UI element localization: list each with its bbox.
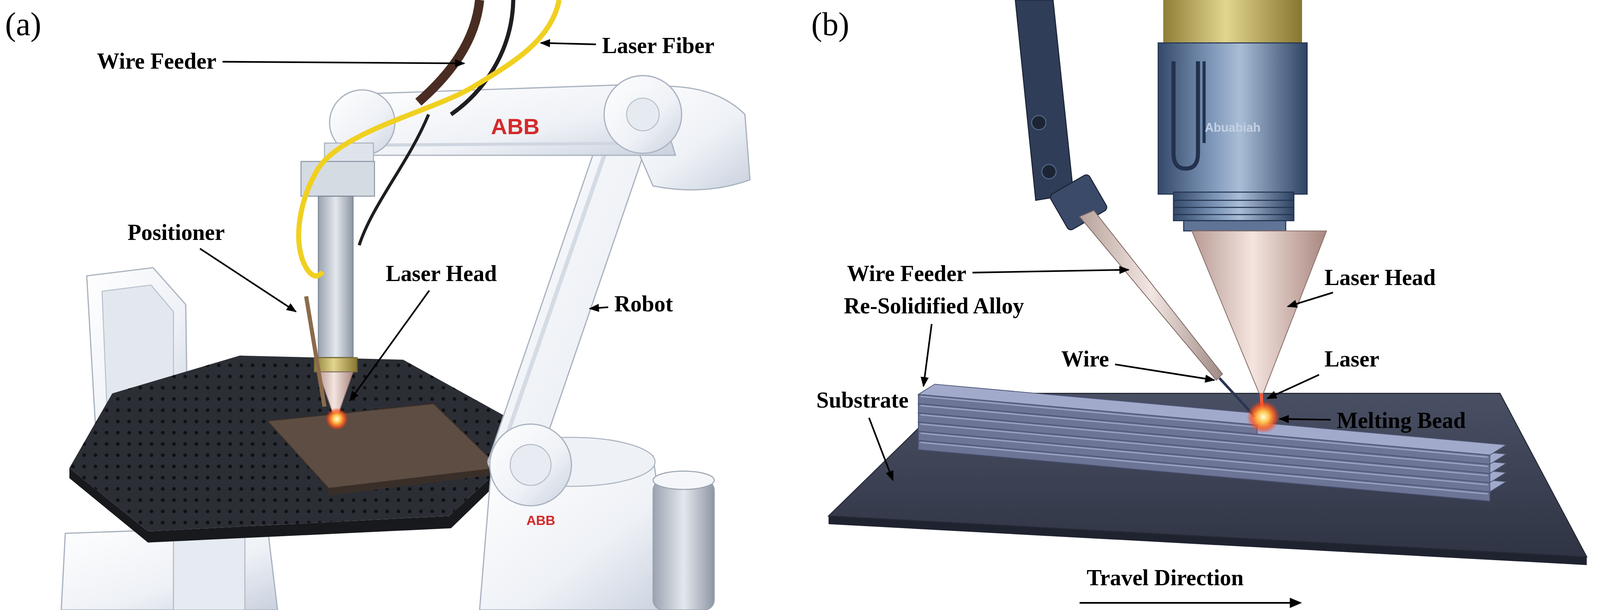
leader-arrow: [349, 290, 430, 401]
part-label: Laser: [1324, 346, 1380, 372]
part-label: Positioner: [127, 220, 225, 245]
axis-label-slot: Travel Direction: [1086, 565, 1244, 590]
part-label: Wire Feeder: [96, 49, 217, 74]
part-label-slot: Laser: [1324, 346, 1380, 372]
part-label: Laser Fiber: [601, 33, 715, 59]
wall-layer-top: [918, 392, 1506, 455]
panel-letter: (b): [811, 6, 850, 43]
positioner: [61, 267, 515, 610]
laser-head-a: [301, 161, 375, 430]
panel-letter-slot: (b): [811, 6, 850, 43]
robot: [324, 75, 750, 610]
travel-arrow: [1079, 597, 1303, 608]
part-label: Wire: [1061, 346, 1109, 372]
part-label-slot: Wire Feeder: [846, 261, 967, 287]
part-label-slot: Laser Head: [385, 261, 498, 287]
brand-logo-slot: ABB: [526, 512, 556, 528]
leader-arrow: [222, 61, 465, 64]
part-label: Wire Feeder: [846, 261, 967, 287]
leader-arrow: [972, 269, 1129, 273]
leader-arrow: [199, 248, 296, 312]
leader-arrow: [1279, 418, 1331, 420]
brand-logo: ABB: [526, 512, 556, 528]
part-label: Melting Bead: [1336, 408, 1466, 433]
part-label: Robot: [614, 291, 673, 317]
leader-arrow: [1267, 374, 1320, 399]
engraved-text: Abuabiah: [1204, 120, 1261, 135]
part-label-slot: Melting Bead: [1336, 408, 1466, 433]
leader-arrow: [869, 417, 894, 480]
part-label-slot: Positioner: [127, 220, 225, 245]
part-label-slot: Laser Head: [1324, 265, 1436, 291]
engraved-text-slot: Abuabiah: [1204, 120, 1261, 135]
part-label: Laser Head: [1324, 265, 1436, 291]
panel-letter-slot: (a): [5, 6, 42, 43]
part-label: Re-Solidified Alloy: [843, 293, 1024, 319]
part-label: Substrate: [816, 387, 909, 413]
part-label-slot: Wire: [1061, 346, 1109, 372]
brand-logo-slot: ABB: [491, 114, 540, 139]
part-label-slot: Wire Feeder: [96, 49, 217, 74]
cables: [298, 0, 560, 276]
brand-logo: ABB: [491, 114, 540, 139]
wall-layer: [918, 394, 1257, 435]
deposited-wall: [918, 383, 1506, 501]
leader-arrow: [923, 323, 932, 387]
leader-arrow: [1114, 364, 1215, 380]
part-label-slot: Substrate: [816, 387, 909, 413]
leader-arrow: [1287, 292, 1333, 307]
laser-head-b: [1158, 0, 1327, 433]
part-label-slot: Re-Solidified Alloy: [843, 293, 1024, 319]
leader-arrow: [540, 42, 596, 45]
part-label-slot: Laser Fiber: [601, 33, 715, 59]
wall-highlight: [920, 396, 1255, 427]
part-label: Laser Head: [385, 261, 498, 287]
panel-letter: (a): [5, 6, 42, 43]
axis-label: Travel Direction: [1086, 565, 1244, 590]
part-label-slot: Robot: [614, 291, 673, 317]
leader-arrow: [589, 306, 609, 309]
